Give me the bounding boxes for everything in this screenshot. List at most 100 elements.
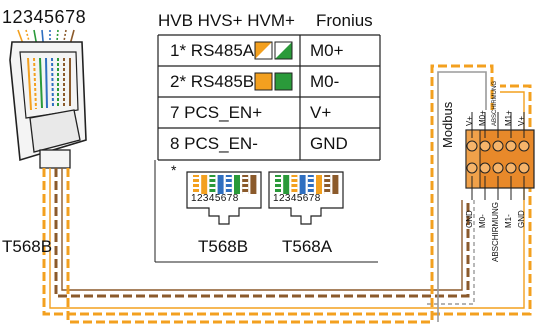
cable-gray-lower	[426, 200, 475, 305]
plug-wire-stripe	[242, 187, 249, 189]
plug-wire-stripe	[209, 177, 216, 179]
plug-wire-stripe	[193, 177, 199, 179]
plug-wire-stripe	[209, 192, 216, 194]
plug-diagrams	[186, 171, 344, 225]
plug-wire-stripe	[324, 177, 331, 179]
plug-a-label: T568A	[282, 237, 333, 256]
footnote-marker: *	[171, 162, 177, 178]
plug-wire	[250, 175, 257, 194]
connector-contacts	[27, 57, 71, 111]
plug-wire	[275, 175, 281, 194]
terminal-screw	[518, 140, 530, 152]
plug-wire-stripe	[209, 187, 216, 189]
row3-signal: 7 PCS_EN+	[170, 103, 263, 122]
pin-mapping-table	[154, 34, 381, 263]
terminal-block	[465, 112, 535, 200]
terminal-screw	[466, 162, 478, 174]
row4-fronius: GND	[310, 134, 348, 153]
terminal-bottom-m1-minus: M1-	[504, 214, 513, 228]
terminal-screw	[466, 140, 478, 152]
terminal-bottom-m0-minus: M0-	[478, 214, 487, 228]
cable-gray	[437, 71, 487, 322]
rj45-connector	[9, 29, 87, 169]
terminal-screw	[479, 162, 491, 174]
plug-wire-stripe	[193, 182, 199, 184]
plug-wire-stripe	[242, 182, 249, 184]
plug-a-pins: 12345678	[273, 193, 321, 204]
plug-wire	[299, 175, 306, 194]
plug-wire-stripe	[209, 182, 216, 184]
cable-standard-label: T568B	[2, 237, 53, 256]
connector-latch	[29, 109, 81, 153]
plug-wire-stripe	[275, 192, 281, 194]
terminal-screw	[518, 162, 530, 174]
plug-b-label: T568B	[198, 237, 249, 256]
plug-wire-stripe	[324, 192, 331, 194]
plug-wire	[307, 175, 314, 194]
plug-wire	[193, 175, 199, 194]
plug-wire	[316, 175, 322, 194]
plug-wire-stripe	[242, 192, 249, 194]
plug-wire	[217, 175, 224, 194]
plug-wire	[283, 175, 290, 194]
row1-swatch	[254, 41, 293, 60]
plug-diagram-t568b	[186, 171, 262, 225]
plug-wire-stripe	[291, 182, 298, 184]
plug-wire-stripe	[193, 192, 199, 194]
cable-routing	[42, 64, 532, 324]
plug-wire-stripe	[291, 192, 298, 194]
terminal-top-shield: ABSCHIRMUNG	[492, 80, 498, 126]
plug-wire	[291, 175, 298, 194]
plug-wire-stripe	[225, 177, 232, 179]
plug-wire-stripe	[193, 187, 199, 189]
modbus-label: Modbus	[440, 101, 455, 148]
plug-wire-stripe	[291, 177, 298, 179]
terminal-bottom-shield: ABSCHIRMUNG	[491, 201, 500, 262]
plug-wire-stripe	[275, 177, 281, 179]
terminal-top-v-plus-2: V+	[517, 115, 526, 126]
row1-signal: 1* RS485A	[170, 41, 255, 60]
row3-fronius: V+	[310, 103, 332, 122]
cable-orange-outer-solid	[49, 91, 525, 309]
terminal-screw	[505, 140, 517, 152]
terminal-screw	[479, 140, 491, 152]
terminal-screw	[492, 140, 504, 152]
plug-wire	[332, 175, 339, 194]
plug-wire-stripe	[225, 187, 232, 189]
connector-boot	[39, 149, 71, 169]
cable-orange-inner	[66, 64, 494, 324]
cable-orange-outer	[42, 84, 532, 316]
plug-wire-stripe	[275, 182, 281, 184]
plug-wire-stripe	[242, 177, 249, 179]
plug-wire-stripe	[291, 187, 298, 189]
plug-b-pins: 12345678	[191, 193, 239, 204]
row4-signal: 8 PCS_EN-	[170, 134, 258, 153]
terminal-top-m0-plus: M0+	[478, 110, 487, 126]
terminal-top-m1-plus: M1+	[504, 110, 513, 126]
terminal-screw	[505, 162, 517, 174]
connector-window	[19, 51, 79, 119]
row2-fronius: M0-	[310, 72, 340, 91]
plug-wire	[225, 175, 232, 194]
plug-wire	[242, 175, 249, 194]
row1-fronius: M0+	[310, 41, 344, 60]
plug-wire-stripe	[275, 187, 281, 189]
terminal-bottom-gnd-1: GND	[465, 210, 474, 228]
terminal-screw	[492, 162, 504, 174]
plug-wire	[201, 175, 208, 194]
plug-wire-stripe	[307, 182, 314, 184]
table-header-left: HVB HVS+ HVM+	[158, 11, 295, 30]
terminal-bottom-gnd-2: GND	[517, 210, 526, 228]
terminal-top-v-plus-1: V+	[465, 115, 474, 126]
cable-brown	[54, 168, 470, 298]
plug-wire-stripe	[307, 177, 314, 179]
plug-diagram-t568a	[268, 171, 344, 225]
plug-wire-stripe	[225, 182, 232, 184]
plug-wire	[234, 175, 240, 194]
plug-wire	[209, 175, 216, 194]
cable-brown-solid	[61, 168, 463, 291]
plug-wire-stripe	[225, 192, 232, 194]
connector-pin-numbers: 12345678	[2, 7, 87, 27]
